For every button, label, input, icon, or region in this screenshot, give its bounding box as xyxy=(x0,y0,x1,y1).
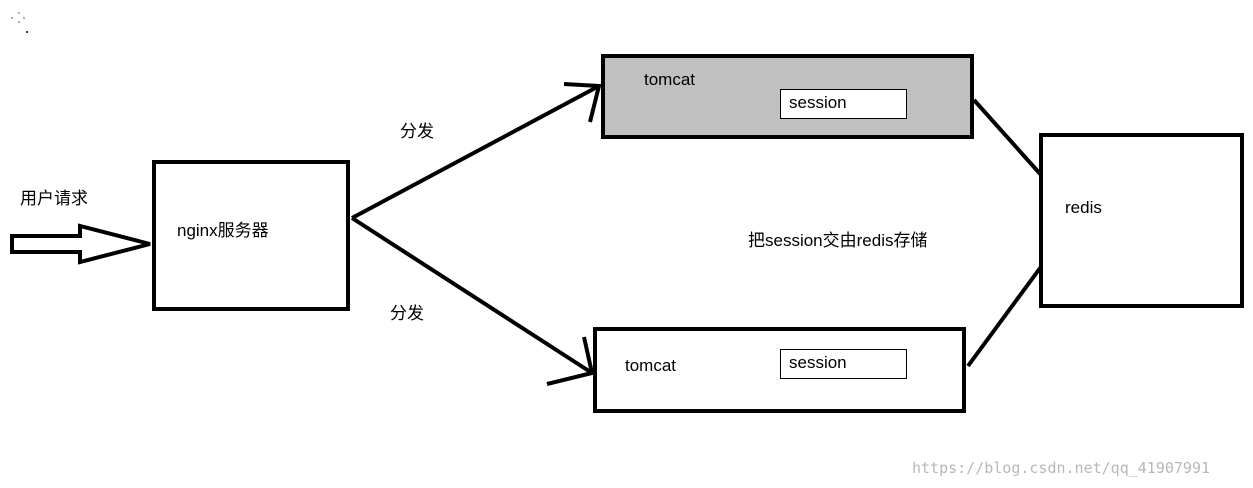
redis-box: redis xyxy=(1039,133,1244,308)
link-top-tomcat-redis xyxy=(972,98,1044,178)
stray-dots xyxy=(11,12,28,33)
dispatch-line-top xyxy=(351,84,600,220)
arrowhead-top xyxy=(563,82,602,123)
tomcat-top-label: tomcat xyxy=(644,70,696,89)
arrowhead-bottom xyxy=(546,336,595,386)
user-request-label: 用户请求 xyxy=(20,189,88,208)
user-request-arrow xyxy=(10,223,151,265)
link-bottom-tomcat-redis xyxy=(966,258,1048,368)
session-bottom-box: session xyxy=(780,349,907,379)
redis-note: 把session交由redis存储 xyxy=(748,231,928,250)
session-top-box: session xyxy=(780,89,907,119)
tomcat-top-box: tomcat session xyxy=(601,54,974,139)
dispatch-line-bottom xyxy=(350,216,594,375)
dispatch-label-bottom: 分发 xyxy=(390,304,424,323)
nginx-server-label: nginx服务器 xyxy=(177,221,269,240)
watermark: https://blog.csdn.net/qq_41907991 xyxy=(912,459,1211,477)
dispatch-label-top: 分发 xyxy=(400,122,434,141)
tomcat-bottom-label: tomcat xyxy=(625,356,677,375)
nginx-server-box: nginx服务器 xyxy=(152,160,350,311)
tomcat-bottom-box: tomcat session xyxy=(593,327,966,413)
session-top-label: session xyxy=(789,93,847,112)
session-bottom-label: session xyxy=(789,353,847,372)
redis-label: redis xyxy=(1065,198,1102,217)
